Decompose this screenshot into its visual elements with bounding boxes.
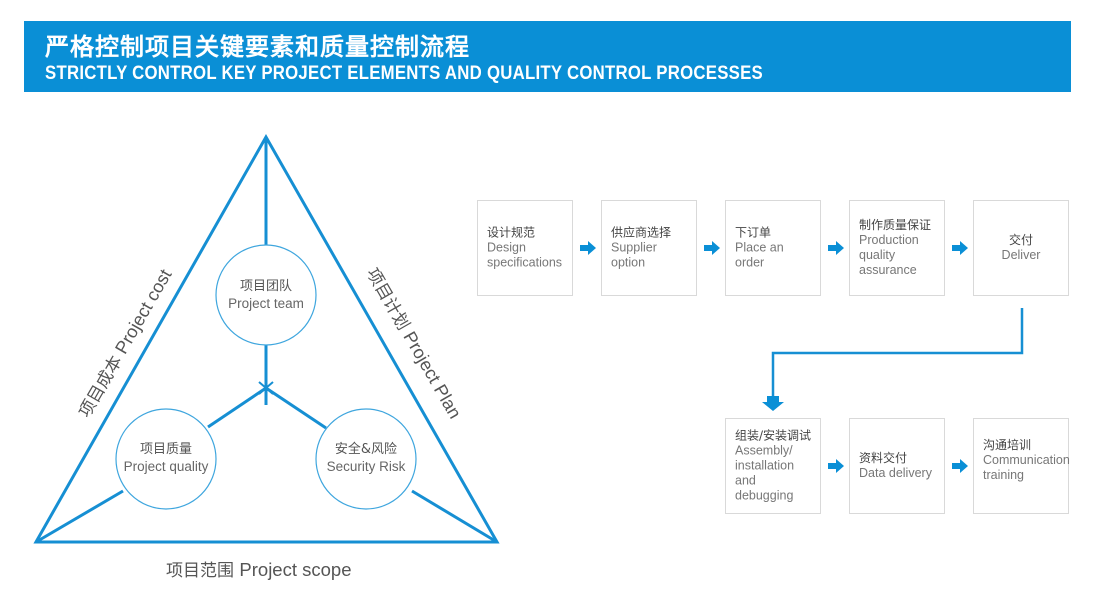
right-arrow-icon — [952, 459, 968, 473]
right-arrow-icon — [952, 241, 968, 255]
side-label-scope: 项目范围 Project scope — [166, 556, 352, 581]
step-cn: 交付 — [1008, 233, 1033, 247]
circle-security-risk — [315, 408, 417, 510]
step-cn: 沟通培训 — [983, 438, 1032, 453]
right-arrow-icon — [704, 241, 720, 255]
step-cn: 设计规范 — [487, 225, 536, 240]
right-arrow-icon — [828, 241, 844, 255]
right-arrow-icon — [580, 241, 596, 255]
step-en: Supplier option — [611, 240, 657, 270]
connector-right — [265, 386, 327, 430]
step-en: Data delivery — [859, 466, 932, 480]
triangle-outline — [33, 133, 500, 544]
circle-project-quality — [115, 408, 217, 510]
right-arrow-icon — [828, 459, 844, 473]
side-scope-en: Project scope — [239, 559, 352, 580]
circle-label-security: 安全&风险 Security Risk — [311, 441, 421, 475]
step-cn: 资料交付 — [859, 451, 908, 465]
down-arrow-icon — [762, 396, 784, 411]
header-banner: 严格控制项目关键要素和质量控制流程 STRICTLY CONTROL KEY P… — [24, 21, 1071, 92]
step-en: Assembly/ installation and debugging — [735, 443, 795, 503]
step-en: Place an order — [735, 240, 784, 270]
circle-security-en: Security Risk — [326, 459, 406, 474]
step-cn: 供应商选择 — [611, 225, 672, 240]
circle-project-team — [215, 244, 317, 346]
connector-bottom-left — [35, 489, 124, 544]
step-en: Design specifications — [487, 240, 563, 270]
step-en: Communication training — [983, 453, 1070, 483]
process-connector-line — [771, 308, 1024, 398]
circle-team-cn: 项目团队 — [239, 279, 292, 294]
step-cn: 下订单 — [735, 225, 772, 240]
circle-quality-en: Project quality — [123, 459, 209, 474]
step-cn: 制作质量保证 — [859, 218, 932, 232]
circle-label-team: 项目团队 Project team — [211, 278, 321, 312]
page-title-en: STRICTLY CONTROL KEY PROJECT ELEMENTS AN… — [45, 62, 763, 84]
connector-x-b — [258, 381, 274, 395]
side-scope-cn: 项目范围 — [166, 561, 234, 581]
page-title-cn: 严格控制项目关键要素和质量控制流程 — [45, 33, 470, 61]
connector-left — [207, 386, 267, 429]
circle-team-en: Project team — [228, 296, 304, 311]
circle-quality-cn: 项目质量 — [139, 442, 192, 457]
step-cn: 组装/安装调试 — [735, 428, 812, 443]
step-en: Production quality assurance — [859, 233, 919, 277]
circle-label-quality: 项目质量 Project quality — [111, 441, 221, 475]
step-en: Deliver — [1001, 248, 1041, 262]
circle-security-cn: 安全&风险 — [334, 442, 398, 457]
connector-bottom-right — [411, 489, 498, 544]
